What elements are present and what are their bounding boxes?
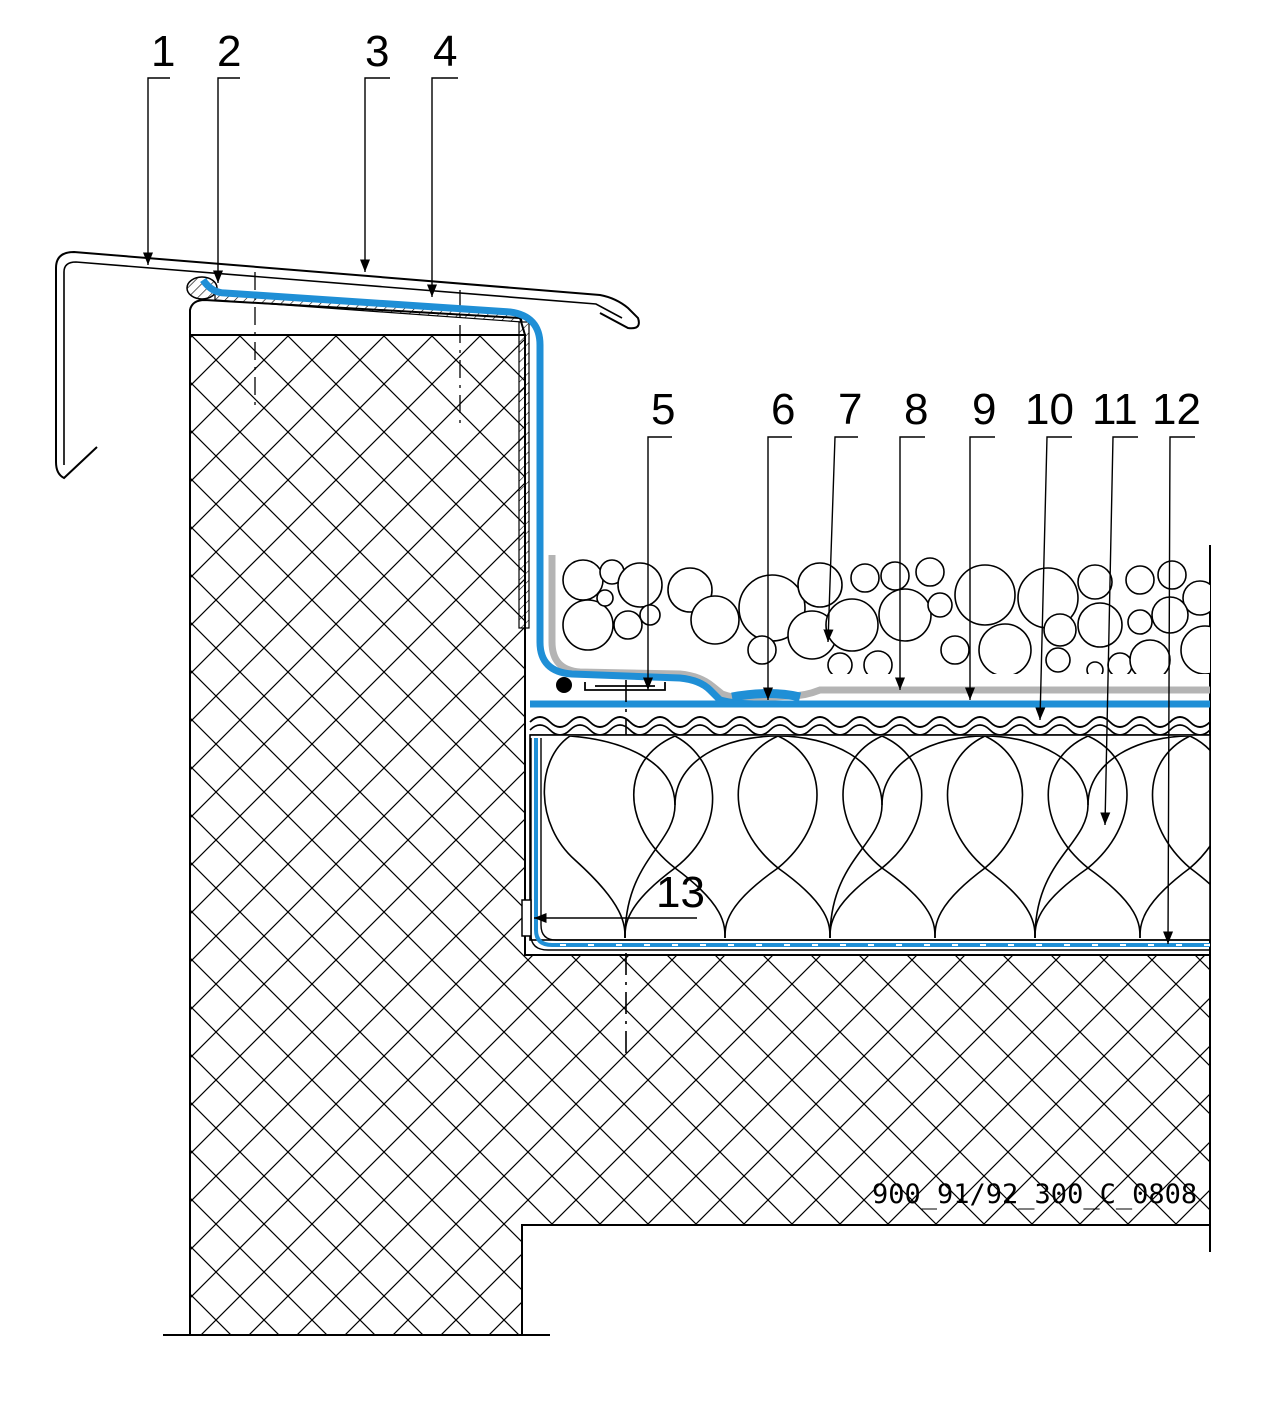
callout-numbers: 1 2 3 4 5 6 7 8 9 10 11 12 13 (151, 27, 1201, 917)
vapour-barrier (521, 738, 1210, 951)
callout-9: 9 (972, 385, 996, 434)
metal-coping (55, 250, 640, 480)
callout-4: 4 (433, 27, 457, 76)
callout-13: 13 (656, 868, 705, 917)
callout-2: 2 (217, 27, 241, 76)
callout-11: 11 (1092, 385, 1138, 434)
gravel-layer (562, 557, 1210, 674)
separation-layer (529, 716, 1211, 736)
vapour-barrier-clamp (521, 899, 532, 937)
callout-12: 12 (1152, 385, 1201, 434)
callout-3: 3 (365, 27, 389, 76)
drawing-code: 900_91/92_300_C_0808 (872, 1179, 1197, 1210)
thermal-insulation (529, 734, 1211, 941)
callout-7: 7 (838, 385, 862, 434)
callout-6: 6 (771, 385, 795, 434)
callout-5: 5 (651, 385, 675, 434)
callout-10: 10 (1025, 385, 1074, 434)
callout-1: 1 (151, 27, 175, 76)
callout-leaders (142, 77, 1195, 945)
callout-8: 8 (904, 385, 928, 434)
